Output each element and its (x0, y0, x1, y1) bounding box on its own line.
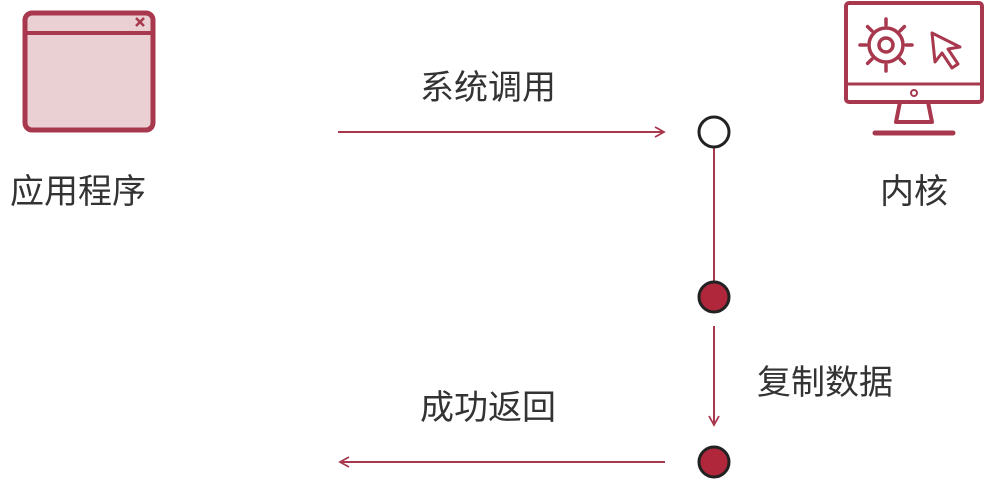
return-node (697, 445, 731, 479)
kernel-monitor-icon (844, 1, 984, 136)
syscall-label: 系统调用 (420, 68, 556, 108)
kernel-label: 内核 (880, 172, 948, 212)
app-window-icon (22, 10, 156, 133)
cursor-icon (930, 31, 962, 70)
gear-icon (858, 17, 914, 73)
app-label: 应用程序 (10, 172, 146, 212)
success-return-label: 成功返回 (420, 388, 556, 428)
copy-data-label: 复制数据 (757, 363, 893, 403)
data-ready-node (697, 280, 731, 314)
syscall-node (697, 115, 731, 149)
